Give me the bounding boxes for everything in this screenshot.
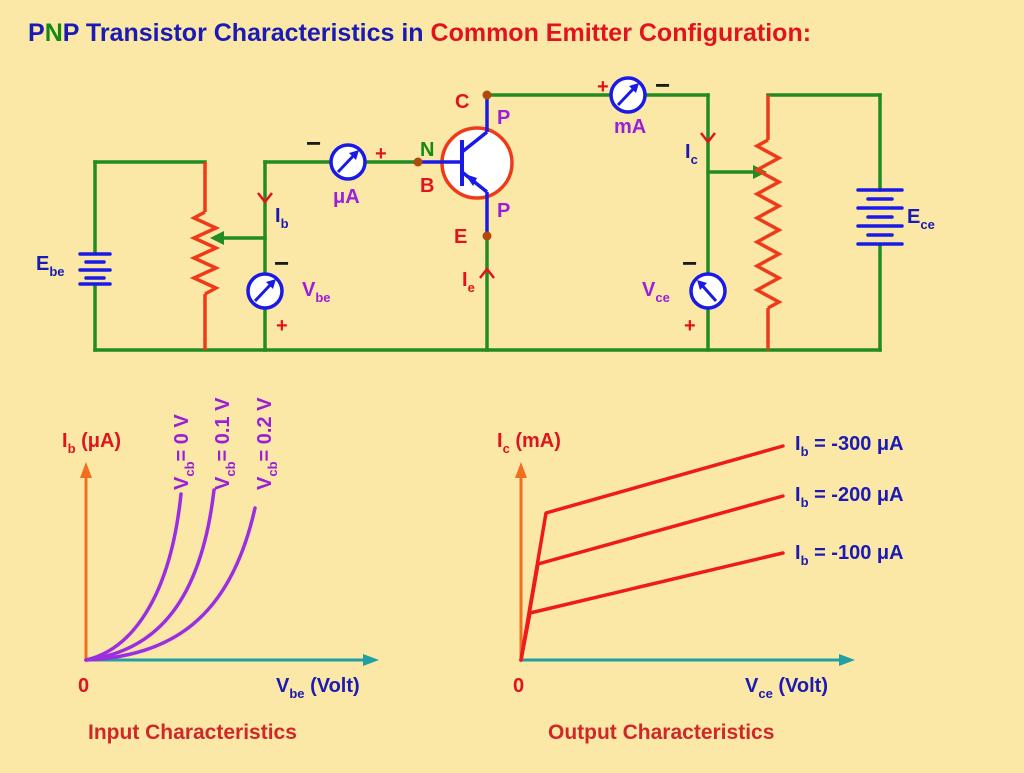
node-base-dot	[413, 157, 423, 167]
label-vbe: Vbe	[302, 279, 331, 305]
meter-needle-icon	[266, 279, 276, 289]
input-x-axis-arrow-icon	[363, 654, 379, 666]
node-collector-dot	[482, 90, 492, 100]
vbe-plus-sign: +	[276, 315, 288, 337]
input-curve-vcb-0	[84, 492, 183, 662]
output-y-axis-label: Ic (mA)	[497, 430, 561, 456]
label-p-top: P	[497, 107, 510, 129]
ic-arrow-icon	[700, 132, 716, 145]
meter-needle-icon	[629, 83, 639, 93]
microammeter-minus-sign: −	[306, 128, 321, 158]
node-emitter-dot	[482, 231, 492, 241]
output-origin-label: 0	[513, 675, 524, 697]
label-p-bottom: P	[497, 200, 510, 222]
output-curve-ib-300	[519, 444, 785, 662]
label-ib: Ib	[275, 205, 289, 231]
meter-needle-icon	[697, 280, 707, 290]
output-y-axis-arrow-icon	[515, 462, 527, 478]
output-x-axis-arrow-icon	[839, 654, 855, 666]
voltmeter-vbe	[246, 272, 284, 310]
label-ic: Ic	[685, 141, 698, 167]
circuit-wires	[93, 93, 882, 352]
input-curve-vcb-0-1	[84, 488, 216, 662]
input-curve-label-vcb-0-1: Vcb= 0.1 V	[212, 397, 238, 490]
input-characteristics-graph: Vcb= 0 V Vcb= 0.1 V Vcb= 0.2 V Ib (μA) V…	[62, 397, 379, 744]
input-curve-vcb-0-2	[84, 506, 257, 662]
output-characteristics-graph: Ib = -300 μA Ib = -200 μA Ib = -100 μA I…	[497, 430, 904, 744]
label-microammeter: μA	[333, 186, 360, 208]
output-curve-label-ib-100: Ib = -100 μA	[795, 542, 904, 568]
label-ece: Ece	[907, 206, 935, 232]
page-title: PNP Transistor Characteristics in Common…	[28, 19, 811, 47]
output-x-axis-label: Vce (Volt)	[745, 675, 828, 701]
slider-arrow-left-icon	[210, 231, 224, 245]
input-y-axis-label: Ib (μA)	[62, 430, 121, 456]
label-emitter: E	[454, 226, 467, 248]
battery-ebe	[78, 252, 112, 286]
emitter-arrow-icon	[465, 174, 477, 186]
ie-arrow-icon	[479, 266, 495, 279]
battery-ece	[856, 188, 904, 246]
pot-right-zigzag	[753, 138, 783, 310]
input-y-axis-arrow-icon	[80, 462, 92, 478]
current-arrows	[257, 132, 716, 279]
milliammeter-minus-sign: −	[655, 70, 670, 100]
label-ie: Ie	[462, 269, 475, 295]
label-ebe: Ebe	[36, 253, 65, 279]
milliammeter	[609, 76, 647, 114]
output-curve-ib-100	[519, 551, 785, 662]
label-n-region: N	[420, 139, 434, 161]
meter-needle-icon	[349, 150, 359, 160]
input-characteristics-caption: Input Characteristics	[88, 721, 297, 744]
vce-minus-sign: −	[682, 248, 697, 278]
right-potentiometer	[753, 95, 783, 350]
label-vce: Vce	[642, 279, 670, 305]
pnp-transistor-symbol	[418, 95, 514, 236]
vce-plus-sign: +	[684, 315, 696, 337]
microammeter	[329, 143, 367, 181]
output-curve-label-ib-300: Ib = -300 μA	[795, 433, 904, 459]
input-curve-label-vcb-0-2: Vcb= 0.2 V	[254, 397, 280, 490]
microammeter-plus-sign: +	[375, 143, 387, 165]
input-origin-label: 0	[78, 675, 89, 697]
collector-lead-diag	[460, 130, 489, 154]
output-characteristics-caption: Output Characteristics	[548, 721, 774, 744]
output-curve-label-ib-200: Ib = -200 μA	[795, 484, 904, 510]
milliammeter-plus-sign: +	[597, 76, 609, 98]
pot-left-zigzag	[189, 210, 221, 296]
output-curve-ib-200	[519, 494, 785, 662]
label-base: B	[420, 175, 434, 197]
ib-arrow-icon	[257, 192, 273, 205]
voltmeter-vce	[689, 272, 727, 310]
left-potentiometer	[189, 162, 221, 350]
vbe-minus-sign: −	[274, 248, 289, 278]
input-x-axis-label: Vbe (Volt)	[276, 675, 360, 701]
label-collector: C	[455, 91, 469, 113]
label-milliammeter: mA	[614, 116, 646, 138]
input-curve-label-vcb-0: Vcb= 0 V	[171, 414, 197, 490]
